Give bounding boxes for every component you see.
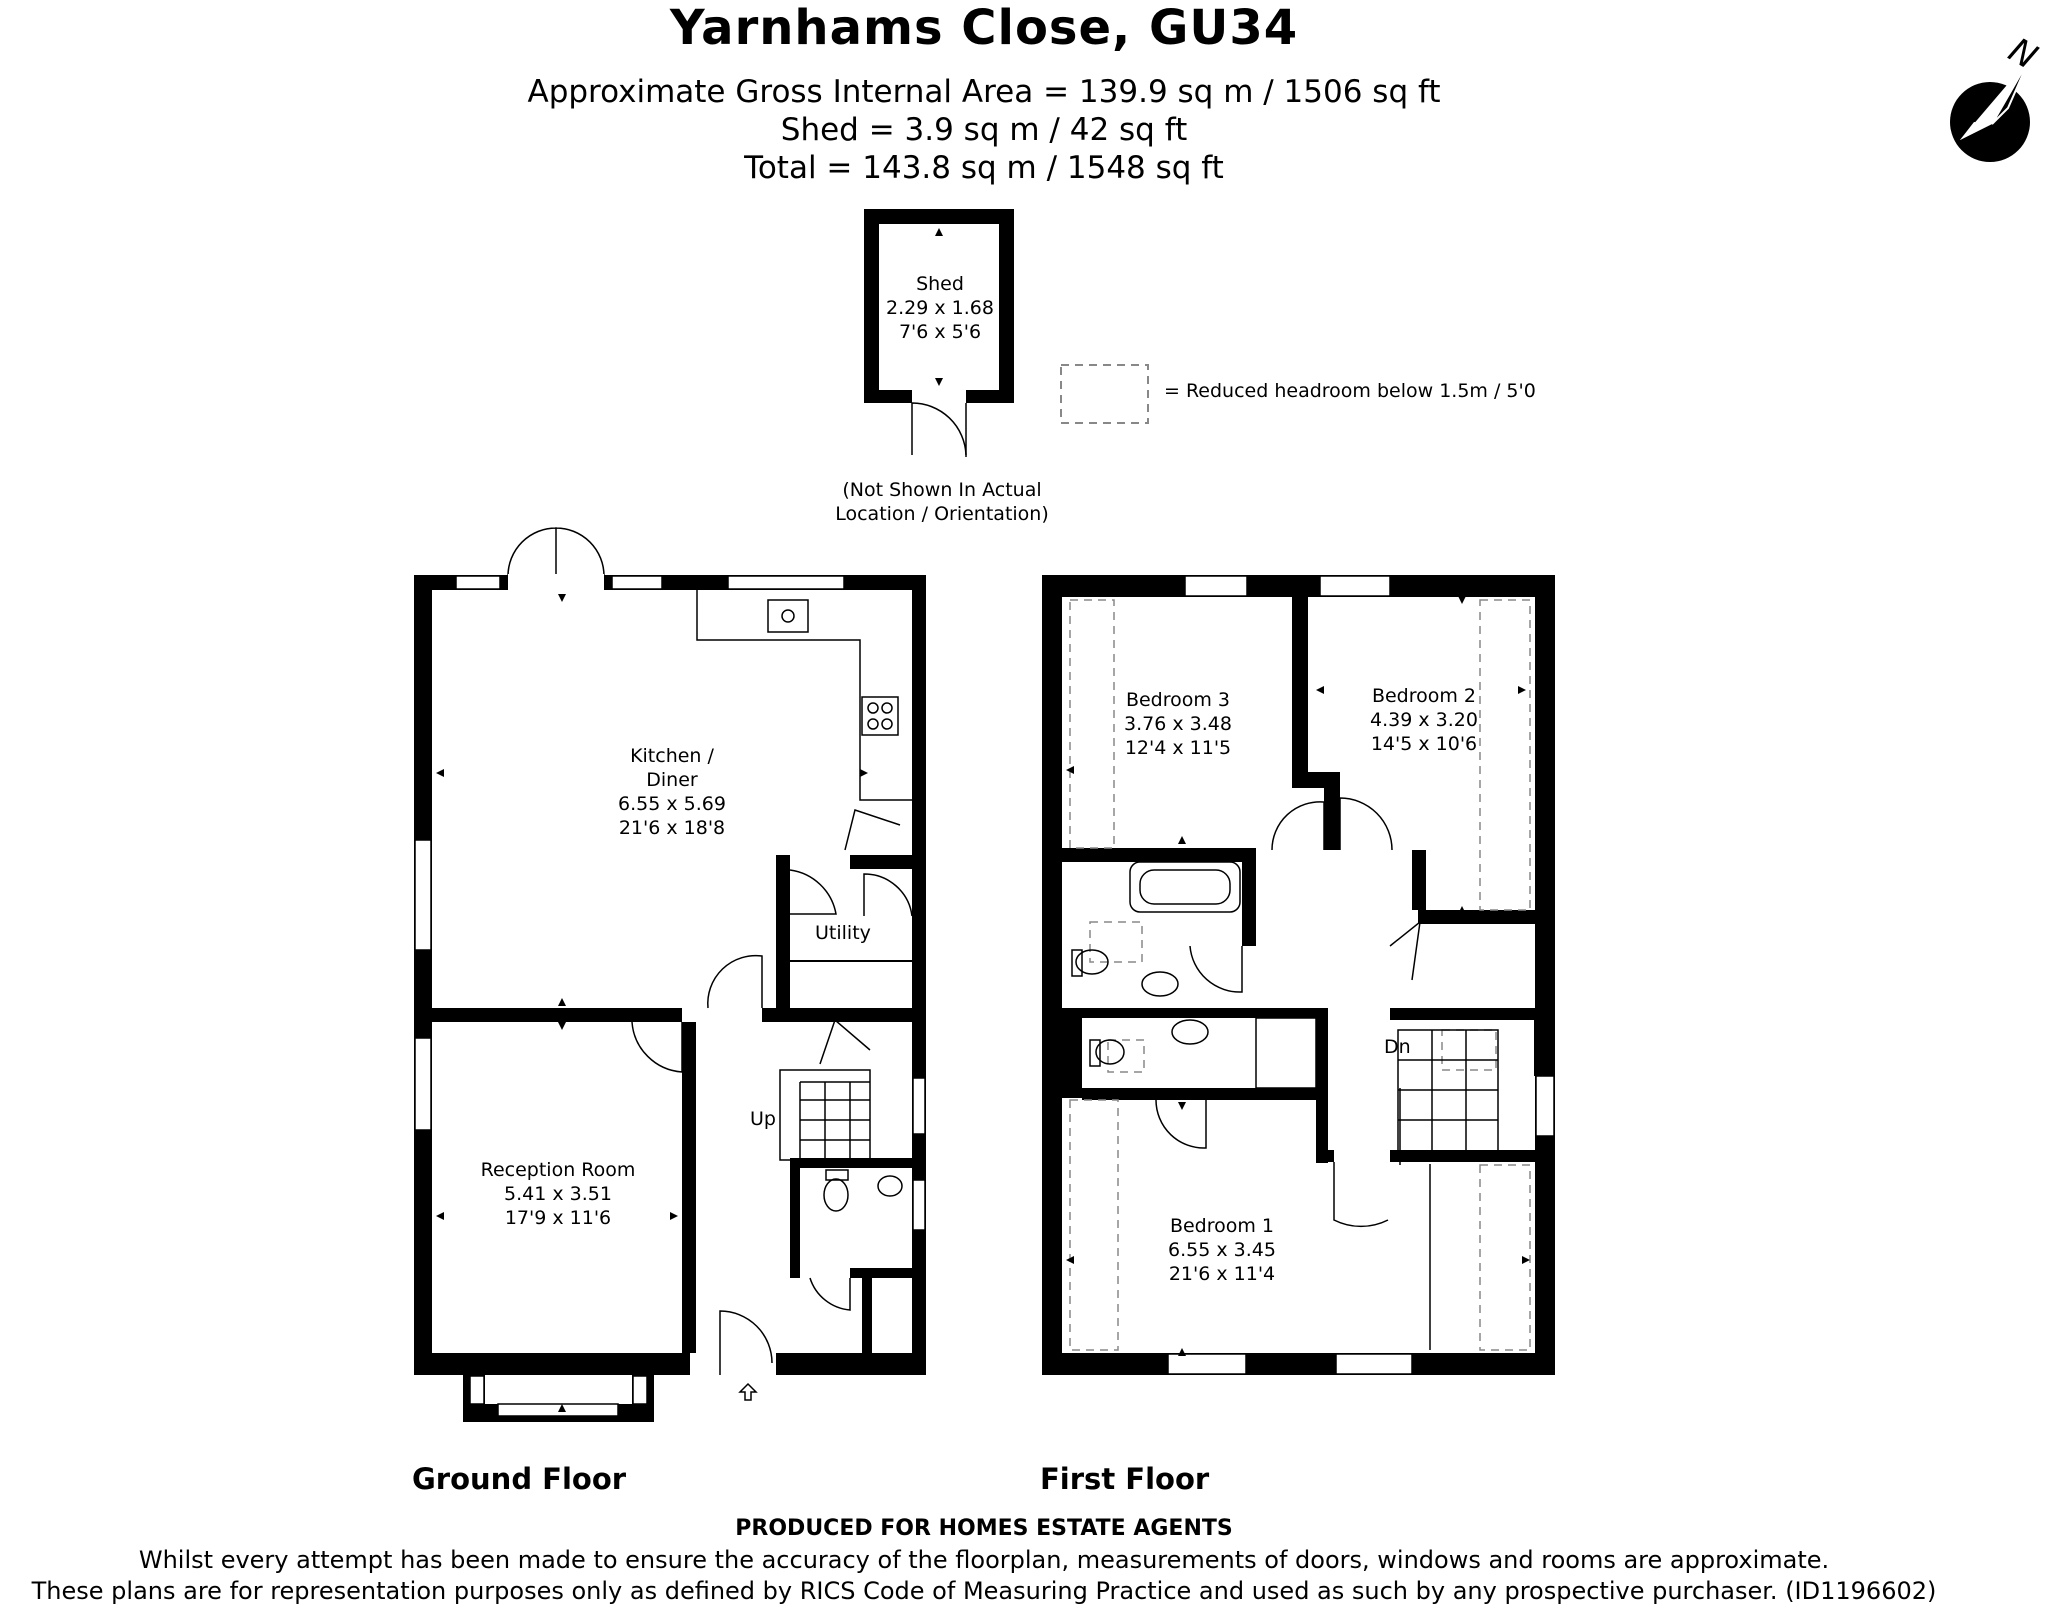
shed-name: Shed: [916, 273, 964, 295]
kitchen-imperial: 21'6 x 18'8: [618, 817, 726, 839]
stairs-down-label: Dn: [1384, 1036, 1411, 1058]
shed-metric: 2.29 x 1.68: [886, 297, 994, 319]
page-title: Yarnhams Close, GU34: [669, 0, 1299, 56]
legend-text: = Reduced headroom below 1.5m / 5'0: [1164, 380, 1536, 402]
kitchen-metric: 6.55 x 5.69: [618, 793, 726, 815]
total-area: Total = 143.8 sq m / 1548 sq ft: [744, 150, 1224, 186]
bedroom-3-imperial: 12'4 x 11'5: [1124, 737, 1232, 759]
reception-imperial: 17'9 x 11'6: [504, 1207, 612, 1229]
bedroom-2-metric: 4.39 x 3.20: [1370, 709, 1478, 731]
first-floor-label: First Floor: [1040, 1462, 1210, 1496]
north-arrow-icon: [1950, 57, 2031, 162]
disclaimer-line-1: Whilst every attempt has been made to en…: [138, 1546, 1830, 1574]
stairs-up-label: Up: [750, 1108, 776, 1130]
shed-imperial: 7'6 x 5'6: [898, 321, 982, 343]
reception-name: Reception Room: [480, 1159, 636, 1181]
bedroom-2-imperial: 14'5 x 10'6: [1370, 733, 1478, 755]
room-bedroom-1: Bedroom 1 6.55 x 3.45 21'6 x 11'4: [1168, 1214, 1276, 1286]
bedroom-1-metric: 6.55 x 3.45: [1168, 1239, 1276, 1261]
bedroom-2-name: Bedroom 2: [1371, 685, 1477, 707]
shed-plan: [864, 209, 1014, 457]
bedroom-1-imperial: 21'6 x 11'4: [1168, 1263, 1276, 1285]
room-utility: Utility: [815, 922, 871, 944]
room-kitchen-diner: Kitchen / Diner 6.55 x 5.69 21'6 x 18'8: [618, 744, 726, 840]
bedroom-1-name: Bedroom 1: [1169, 1215, 1275, 1237]
shed-note-line-2: Location / Orientation): [835, 503, 1049, 525]
gross-internal-area: Approximate Gross Internal Area = 139.9 …: [527, 74, 1441, 110]
reception-metric: 5.41 x 3.51: [504, 1183, 612, 1205]
disclaimer-line-2: These plans are for representation purpo…: [31, 1577, 1937, 1605]
produced-for: PRODUCED FOR HOMES ESTATE AGENTS: [735, 1516, 1233, 1541]
reduced-headroom-legend-box: [1060, 364, 1149, 424]
first-floor-plan: [1042, 575, 1555, 1375]
kitchen-name-line-2: Diner: [646, 769, 698, 791]
shed-label: Shed 2.29 x 1.68 7'6 x 5'6: [886, 272, 994, 344]
shed-area: Shed = 3.9 sq m / 42 sq ft: [780, 112, 1188, 148]
ground-floor-label: Ground Floor: [412, 1462, 627, 1496]
kitchen-name-line-1: Kitchen /: [630, 745, 714, 767]
shed-note-line-1: (Not Shown In Actual: [842, 479, 1042, 501]
bedroom-3-metric: 3.76 x 3.48: [1124, 713, 1232, 735]
shed-note: (Not Shown In Actual Location / Orientat…: [835, 478, 1049, 526]
room-reception: Reception Room 5.41 x 3.51 17'9 x 11'6: [481, 1158, 636, 1230]
ground-floor-plan: [414, 527, 926, 1422]
room-bedroom-3: Bedroom 3 3.76 x 3.48 12'4 x 11'5: [1124, 688, 1232, 760]
room-bedroom-2: Bedroom 2 4.39 x 3.20 14'5 x 10'6: [1370, 684, 1478, 756]
bedroom-3-name: Bedroom 3: [1125, 689, 1231, 711]
